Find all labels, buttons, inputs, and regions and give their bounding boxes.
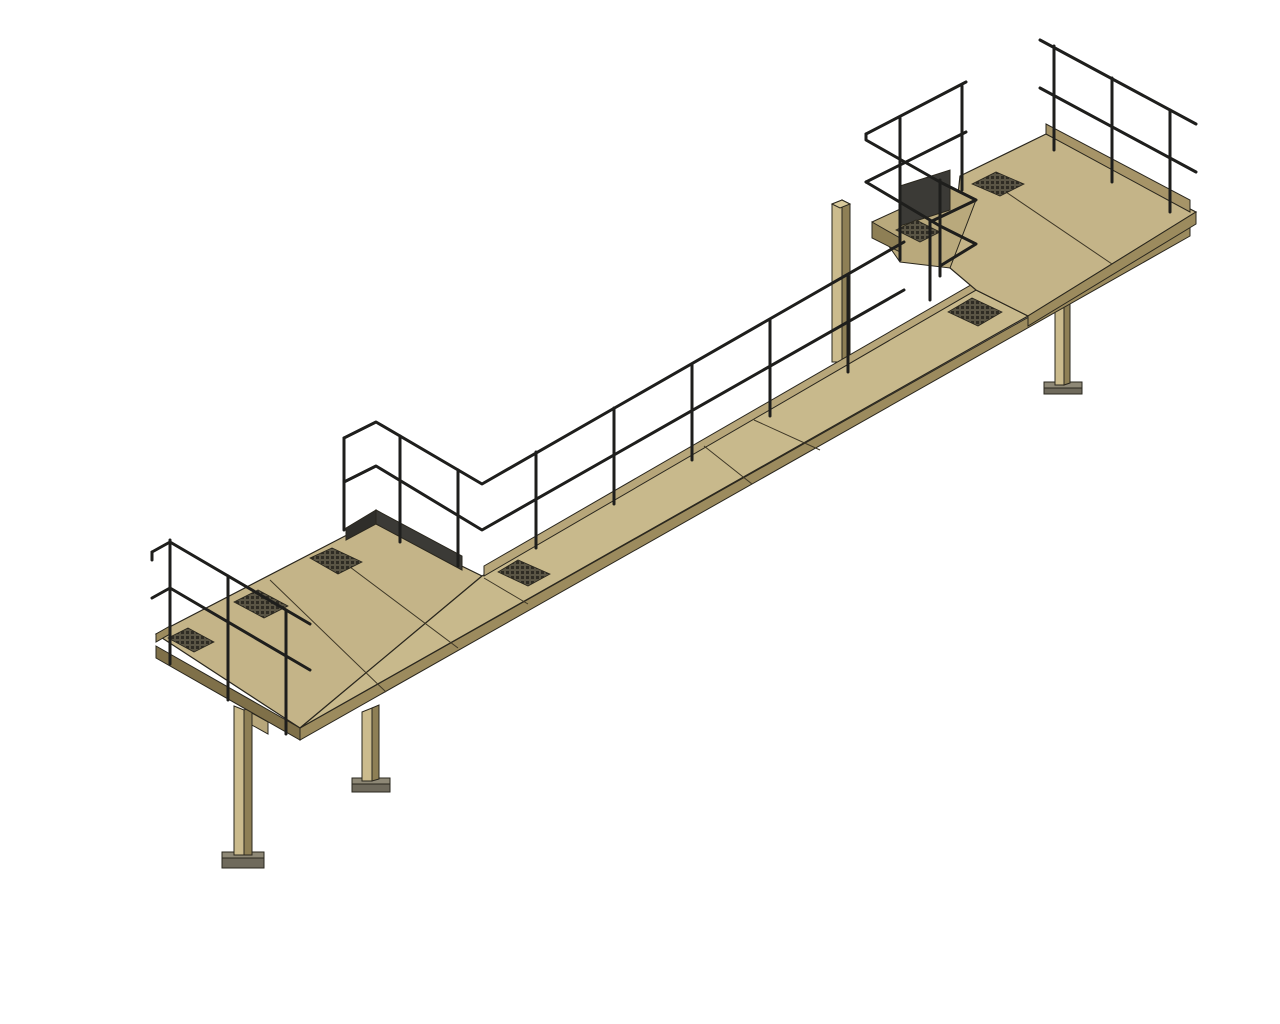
railing-left-back xyxy=(342,240,906,568)
walkway-back-lip xyxy=(483,281,977,577)
deck xyxy=(154,123,1198,741)
support-post-front-middle xyxy=(351,704,391,793)
railings xyxy=(150,38,1198,736)
grating-panel xyxy=(947,297,1003,327)
support-post-rear-right xyxy=(1043,301,1083,395)
railing-step xyxy=(864,80,978,302)
railing-right-end xyxy=(1038,38,1198,214)
railing-left-end xyxy=(150,538,312,736)
left-landing-kickplate-side xyxy=(345,509,377,541)
deck-panel-seams xyxy=(269,187,1113,693)
right-landing-kickplate xyxy=(1045,123,1191,213)
grating-panel xyxy=(971,171,1025,197)
grating-panels xyxy=(167,171,1025,653)
right-landing-edge xyxy=(1027,211,1197,327)
grating-panel xyxy=(167,627,215,653)
grating-panel xyxy=(309,547,363,575)
grating-panel xyxy=(233,589,289,619)
main-walkway-deck[interactable] xyxy=(299,289,1030,729)
grating-panel xyxy=(497,559,551,587)
support-post-front-left xyxy=(221,705,269,869)
